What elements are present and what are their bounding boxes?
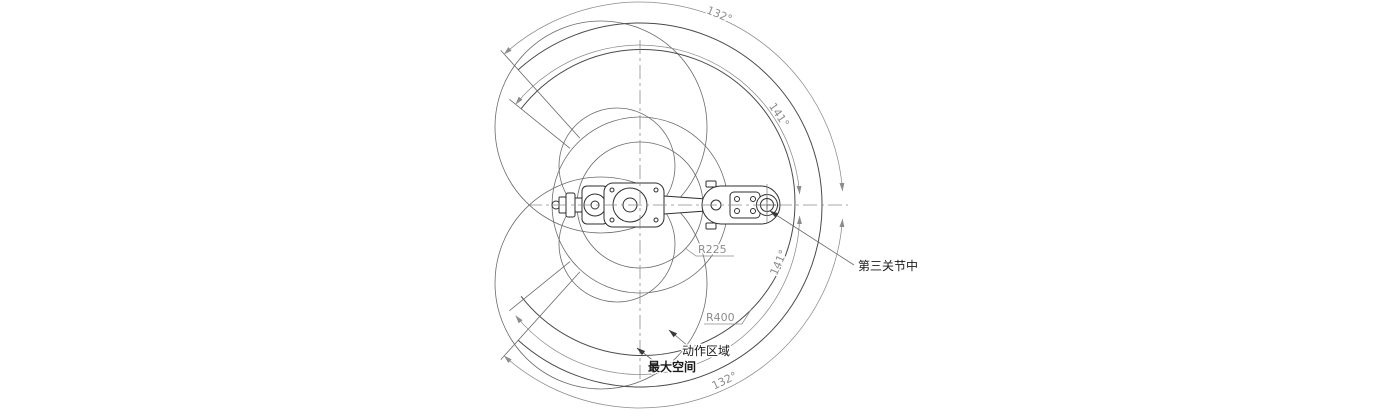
- callouts: 第三关节中 动作区域 最大空间: [636, 210, 920, 376]
- pad-screw: [750, 208, 756, 214]
- screw: [653, 217, 659, 223]
- pad-screw: [750, 196, 756, 202]
- radius-label-r225: R225: [698, 243, 727, 256]
- dim-arc-132-top: [503, 1, 845, 192]
- leader-r400: [704, 307, 753, 325]
- leader-third-joint: [769, 210, 855, 266]
- pad-screw: [734, 196, 740, 202]
- leader-max-space: [636, 347, 656, 363]
- dim-label-141-bottom: 141°: [767, 248, 790, 277]
- dim-label-141-top: 141°: [766, 100, 792, 129]
- radius-label-r400: R400: [706, 311, 735, 324]
- capsule-tab-bottom: [705, 222, 717, 230]
- screw: [609, 217, 615, 223]
- dim-label-132-top: 132°: [705, 4, 734, 26]
- capsule-tab-top: [705, 180, 717, 188]
- dimension-arcs: [503, 1, 845, 409]
- dim-label-132-bottom: 132°: [710, 369, 740, 392]
- callout-action-area: 动作区域: [682, 344, 730, 358]
- dim-arc-141-bottom: [515, 215, 802, 375]
- callout-third-joint: 第三关节中: [858, 258, 918, 273]
- dim-arc-141-top: [515, 44, 802, 195]
- pad-screw: [734, 208, 740, 214]
- screw: [609, 187, 615, 193]
- leader-r225: [684, 247, 734, 257]
- radial-line-132-top: [500, 50, 581, 139]
- radial-line-141-top: [509, 98, 571, 149]
- leader-action-area: [668, 329, 689, 347]
- callout-max-space: 最大空间: [648, 359, 696, 374]
- radial-line-132-bottom: [500, 271, 581, 360]
- dim-arc-132-bottom: [503, 218, 845, 409]
- screw: [653, 187, 659, 193]
- radial-line-141-bottom: [509, 261, 571, 312]
